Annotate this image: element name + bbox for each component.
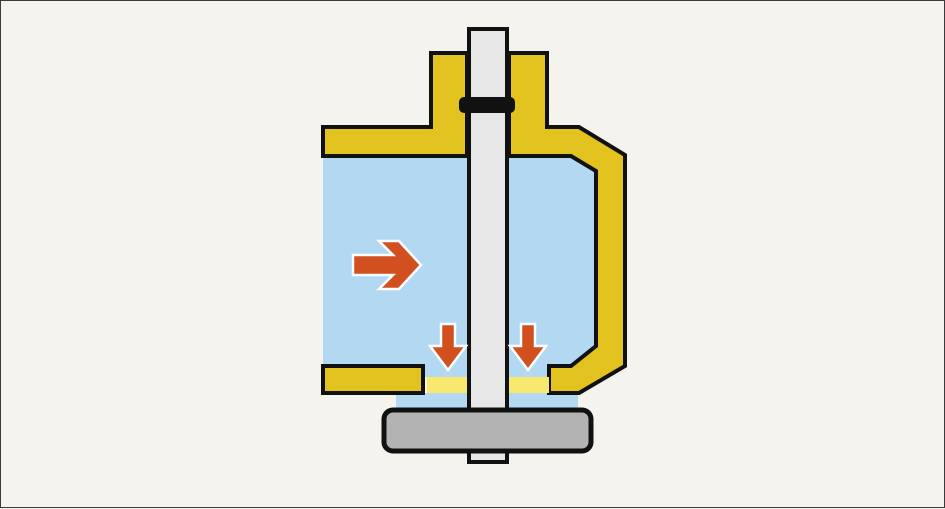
fluid-lower-left bbox=[323, 356, 423, 366]
valve-stem bbox=[467, 27, 509, 464]
pressure-arrow-right bbox=[507, 322, 549, 373]
pressure-arrow-left bbox=[427, 322, 469, 373]
fluid-right-taper bbox=[549, 156, 598, 366]
housing-upper-left-wall bbox=[321, 51, 469, 158]
valve-seat-left bbox=[427, 377, 469, 393]
housing-lower-left-wall bbox=[321, 364, 425, 395]
stem-seal-ring bbox=[459, 97, 515, 113]
valve-disc bbox=[381, 407, 594, 454]
valve-seat-right bbox=[507, 377, 549, 393]
arrow-down-icon bbox=[427, 322, 549, 373]
flow-direction-arrow bbox=[351, 239, 423, 291]
arrow-right-icon bbox=[351, 239, 423, 291]
